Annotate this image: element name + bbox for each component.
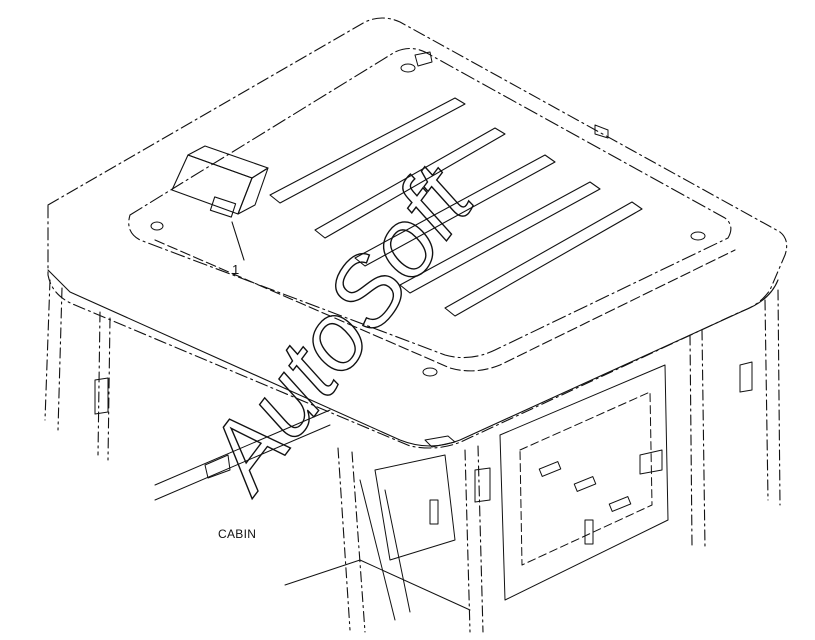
post-center-right — [464, 445, 484, 633]
slot — [573, 476, 597, 492]
fastener — [422, 367, 438, 377]
roof-inner-step — [154, 239, 736, 372]
side-rail — [154, 409, 331, 501]
leader-line-1 — [231, 221, 245, 261]
seat-frame — [374, 454, 456, 561]
latch — [739, 361, 753, 393]
assembly-label: CABIN — [218, 527, 257, 541]
bracket — [424, 435, 456, 448]
door-window — [519, 391, 653, 566]
post-right-inner — [689, 329, 706, 549]
latch — [639, 449, 663, 475]
component-1-top — [187, 145, 269, 179]
slot — [538, 461, 562, 477]
roof-ribs — [269, 97, 643, 317]
roof-inner-panel — [128, 47, 732, 359]
component-1-face — [209, 196, 237, 218]
rib-3 — [354, 154, 556, 267]
slot — [608, 496, 632, 512]
fastener — [400, 63, 416, 73]
rib-4 — [399, 181, 601, 294]
post-left — [44, 279, 63, 431]
door-panel — [499, 364, 669, 601]
fastener — [150, 221, 164, 231]
bracket — [594, 124, 609, 139]
post-right — [764, 289, 781, 506]
hinge — [474, 467, 491, 503]
slot — [584, 519, 594, 545]
component-1 — [171, 145, 269, 261]
floor-rail — [284, 559, 471, 611]
cabin-lower-frame — [94, 361, 753, 621]
latch — [204, 454, 231, 479]
roof-outline — [47, 17, 788, 449]
fastener — [690, 231, 706, 241]
fasteners — [150, 51, 706, 448]
roof-rim — [47, 269, 779, 447]
post-left-inner — [97, 311, 111, 461]
part-callout-1: 1 — [232, 262, 240, 277]
latch — [94, 377, 109, 415]
cabin-frame — [44, 279, 781, 633]
post-center — [337, 447, 366, 633]
bracket — [414, 51, 433, 67]
slot — [429, 499, 439, 525]
component-1-side — [237, 167, 269, 215]
rib-1 — [269, 97, 466, 204]
seat-brace — [359, 479, 411, 621]
rib-5 — [444, 201, 643, 317]
rib-2 — [314, 127, 506, 239]
